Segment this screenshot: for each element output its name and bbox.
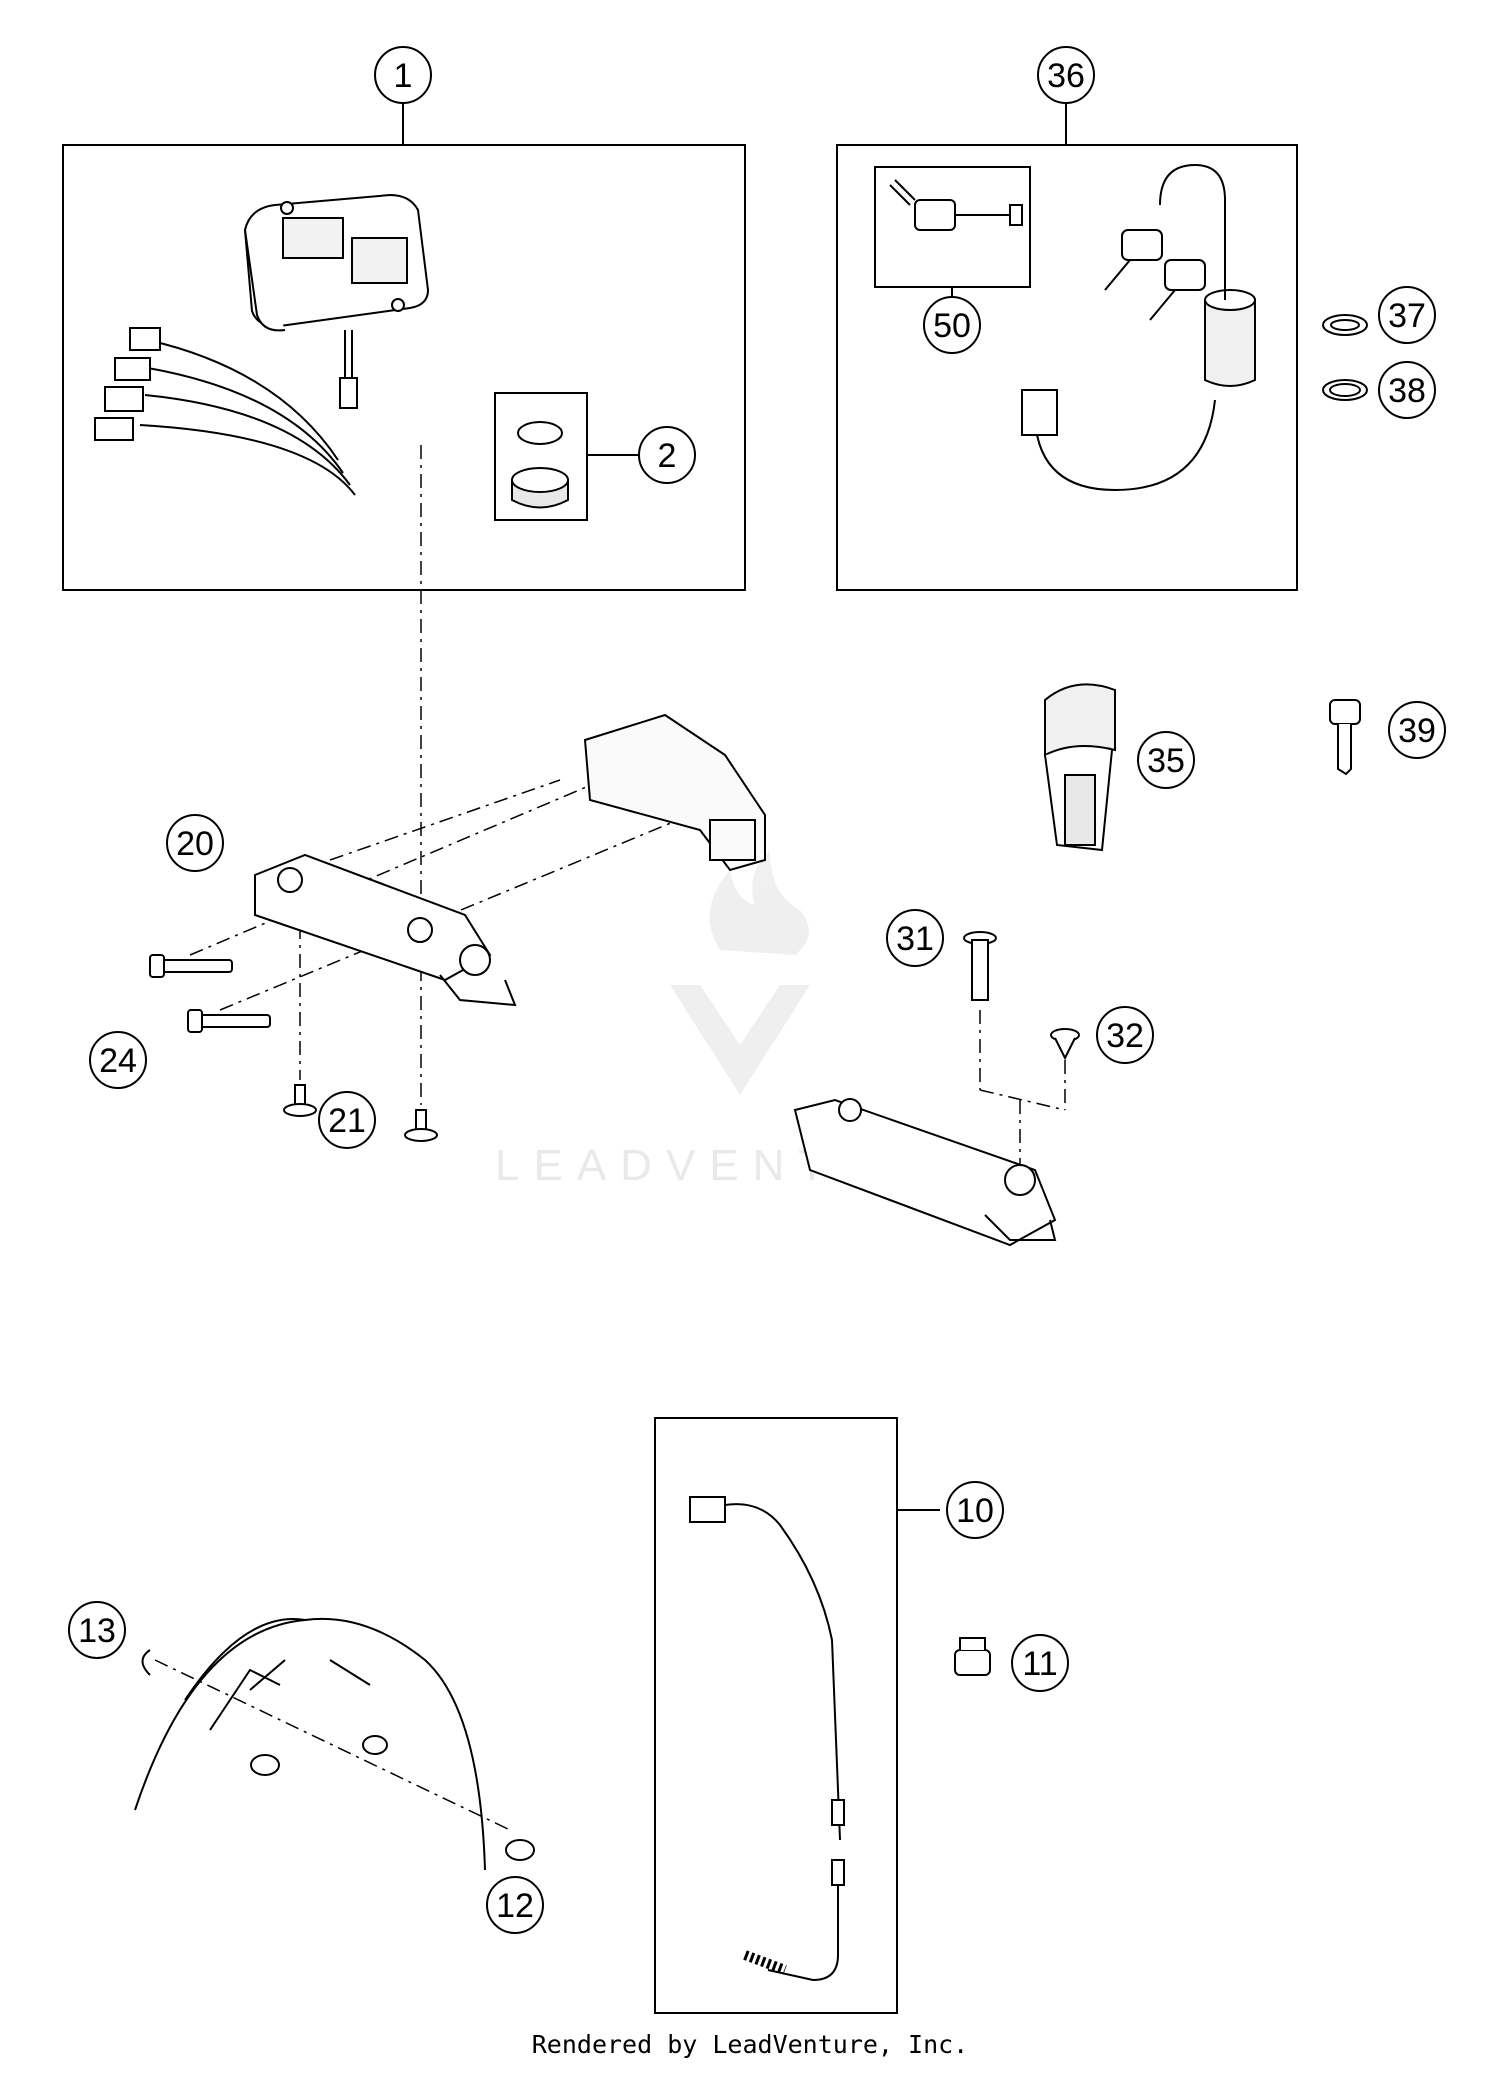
lower-clamp-part [793,931,1080,1247]
callout-2: 2 [638,426,696,484]
svg-text:1: 1 [394,57,413,95]
callout-37: 37 [1378,286,1436,344]
ignition-switch-part [889,163,1256,492]
triple-clamp-part [254,713,766,1007]
callout-50: 50 [923,296,981,354]
leader-lines [402,102,1067,1511]
nut-washer-part [1322,314,1368,401]
callout-11: 11 [1011,1634,1069,1692]
callout-38: 38 [1378,361,1436,419]
svg-text:24: 24 [99,1042,137,1080]
speedometer-display-part [94,193,430,496]
callout-31: 31 [886,909,944,967]
callout-21: 21 [318,1091,376,1149]
svg-text:10: 10 [956,1492,994,1530]
svg-text:39: 39 [1398,712,1436,750]
callout-24: 24 [89,1031,147,1089]
svg-text:31: 31 [896,920,934,958]
svg-text:35: 35 [1147,742,1185,780]
cap-oring-part [511,421,569,509]
group-box-2 [494,392,588,521]
svg-text:2: 2 [658,437,677,475]
footer-credit: Rendered by LeadVenture, Inc. [531,2030,969,2059]
disc-guard-part [134,1617,535,1871]
svg-text:21: 21 [328,1102,366,1140]
bolts-part [149,954,438,1142]
cable-clip-part [954,1637,991,1676]
callout-36: 36 [1037,46,1095,104]
switch-housing-part [1044,683,1116,852]
callout-32: 32 [1096,1006,1154,1064]
callout-12: 12 [486,1876,544,1934]
callout-35: 35 [1137,731,1195,789]
svg-text:20: 20 [176,825,214,863]
svg-text:50: 50 [933,307,971,345]
group-box-10 [654,1417,898,2014]
svg-text:12: 12 [496,1887,534,1925]
callout-39: 39 [1388,701,1446,759]
svg-text:11: 11 [1022,1645,1057,1683]
callout-1: 1 [374,46,432,104]
callouts: 1 2 36 50 37 38 39 35 [68,46,1446,1934]
svg-text:32: 32 [1106,1017,1144,1055]
svg-text:37: 37 [1388,297,1426,335]
callout-20: 20 [166,814,224,872]
speed-sensor-cable-part [689,1496,845,1982]
callout-13: 13 [68,1601,126,1659]
svg-text:13: 13 [78,1612,116,1650]
svg-text:38: 38 [1388,372,1426,410]
key-part [1329,699,1361,776]
svg-text:36: 36 [1047,57,1085,95]
callout-10: 10 [946,1481,1004,1539]
